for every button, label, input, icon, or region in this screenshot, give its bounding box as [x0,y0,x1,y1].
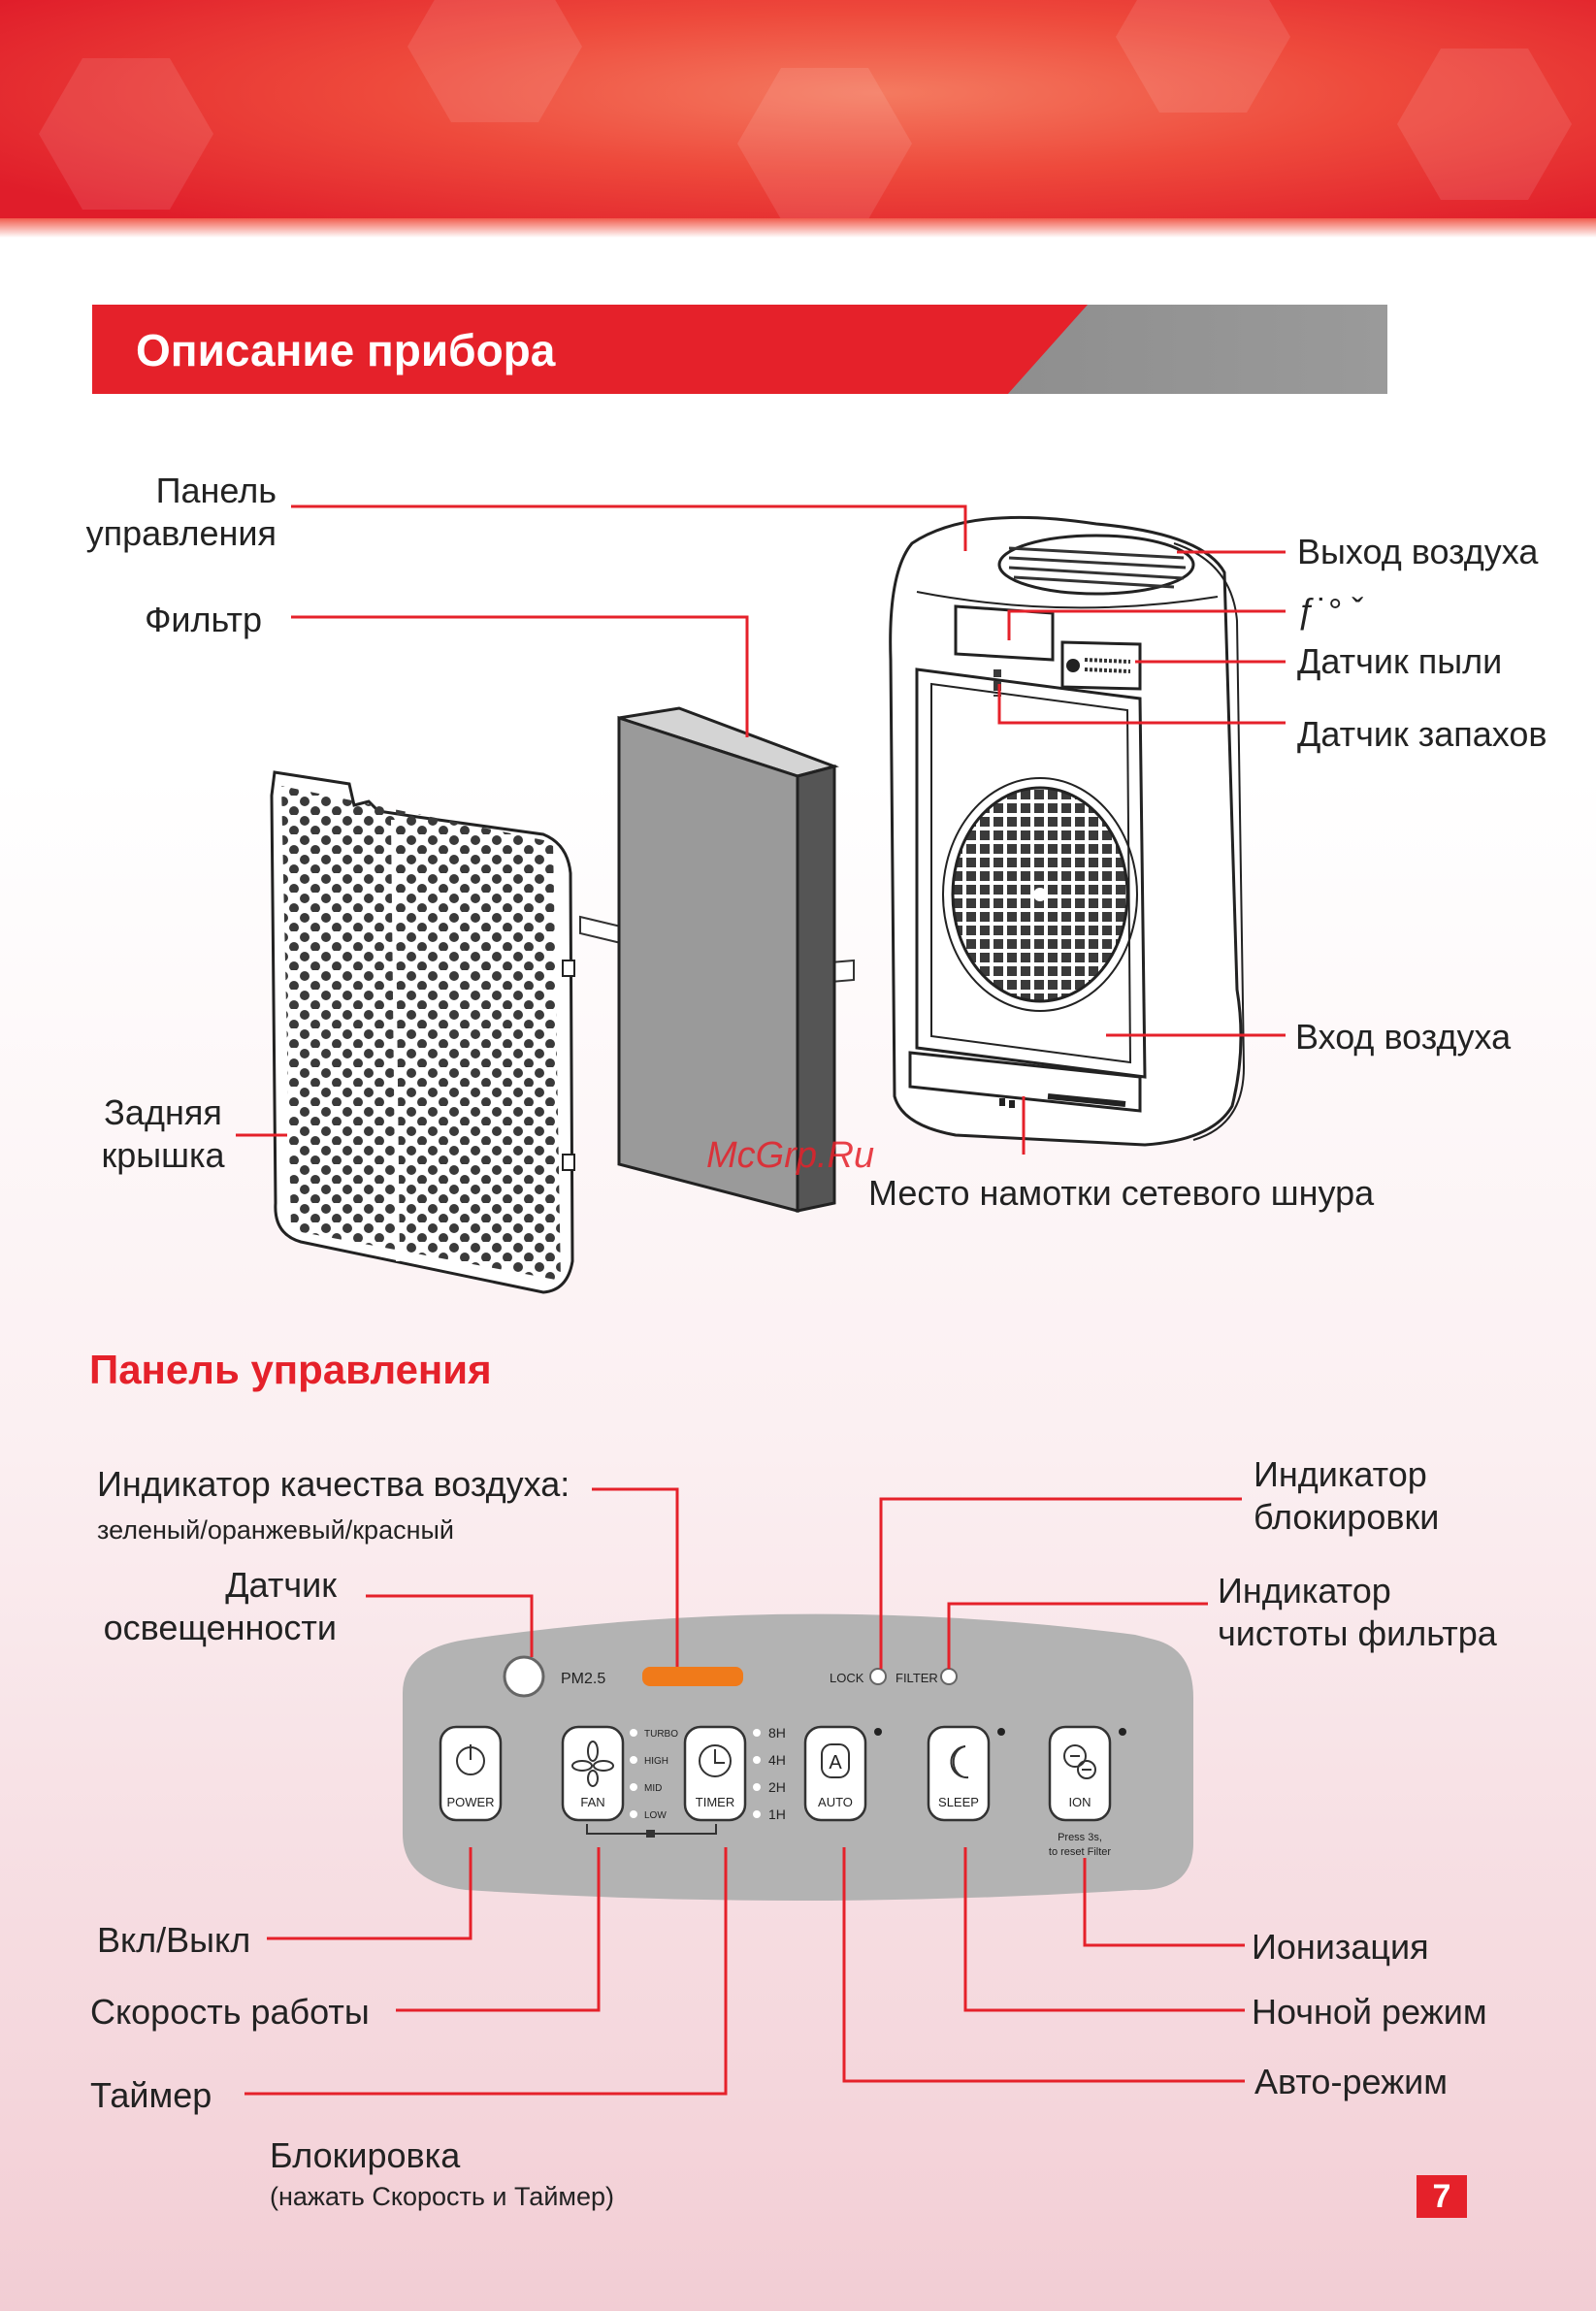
fan-level: HIGH [644,1756,668,1767]
filter-indicator-label-line2: чистоты фильтра [1218,1613,1497,1653]
fan-icon [571,1741,614,1787]
back-cover-label-line2: крышка [101,1135,225,1175]
power-button-label: POWER [446,1795,494,1809]
filter-indicator-light [940,1668,958,1685]
auto-button[interactable]: A AUTO [803,1725,867,1822]
section-bar-red [92,305,1088,394]
lock-label: Блокировка [270,2135,461,2175]
lock-indicator-label-line1: Индикатор [1254,1454,1427,1494]
back-cover [270,770,575,1294]
leader-lines-panel [244,1487,1245,2096]
clock-icon [699,1744,732,1777]
air-quality-label: Индикатор качества воздуха: [97,1464,570,1504]
filter-indicator-label-line1: Индикатор [1218,1571,1391,1611]
lock-bracket [586,1824,717,1838]
night-mode-label: Ночной режим [1252,1992,1487,2032]
back-cover-label-line1: Задняя [104,1092,222,1132]
air-inlet-label: Вход воздуха [1295,1017,1512,1057]
header-banner [0,0,1596,233]
ion-icon [1063,1744,1096,1779]
ion-button-label: ION [1068,1795,1091,1809]
timer-level: 8H [768,1725,786,1741]
timer-label: Таймер [90,2075,212,2115]
dust-sensor-label: Датчик пыли [1297,641,1503,681]
auto-icon [821,1743,850,1778]
auto-mode-label: Авто-режим [1254,2062,1449,2101]
cord-storage-label: Место намотки сетевого шнура [868,1173,1375,1213]
ion-indicator-dot [1119,1728,1126,1736]
lock-note-label: (нажать Скорость и Таймер) [270,2182,614,2211]
speed-label: Скорость работы [90,1992,370,2032]
ionization-label: Ионизация [1252,1927,1429,1967]
sleep-indicator-dot [997,1728,1005,1736]
filter-label: Фильтр [145,600,262,639]
sleep-button-label: SLEEP [938,1795,979,1809]
purifier-body [889,515,1246,1147]
light-sensor-label: Датчик освещенности [58,1564,337,1649]
air-quality-colors-label: зеленый/оранжевый/красный [97,1515,454,1545]
ion-button[interactable]: ION [1048,1725,1112,1822]
light-sensor-label-line2: освещенности [103,1608,337,1647]
auto-button-label: AUTO [818,1795,853,1809]
page-number: 7 [1417,2175,1467,2218]
timer-level: 1H [768,1806,786,1822]
section-title: Описание прибора [136,325,556,375]
lock-indicator-light [869,1668,887,1685]
timer-level: 4H [768,1752,786,1768]
ion-note-line1: Press 3s, [1058,1832,1102,1843]
pm-label: PM2.5 [561,1671,605,1687]
back-cover-label: Задняя крышка [95,1091,231,1177]
garbled-label: ƒ˙° ˇ [1297,591,1364,631]
hex-decoration [1397,49,1572,200]
sleep-button[interactable]: SLEEP [927,1725,991,1822]
filter-indicator-label: Индикатор чистоты фильтра [1218,1570,1497,1655]
fan-levels: TURBO HIGH MID LOW [630,1729,678,1821]
hex-decoration [737,68,912,219]
odor-sensor-label: Датчик запахов [1297,714,1547,754]
svg-text:A: A [829,1752,842,1774]
panel-section-title: Панель управления [89,1347,492,1392]
fan-level: TURBO [644,1729,678,1740]
lock-indicator-label: Индикатор блокировки [1254,1453,1439,1539]
fan-level: MID [644,1783,662,1794]
lock-text: LOCK [830,1671,864,1685]
air-outlet-label: Выход воздуха [1297,532,1539,571]
moon-icon [950,1745,969,1779]
air-quality-bar [642,1667,743,1686]
banner-fade [0,218,1596,238]
power-button[interactable]: POWER [439,1725,503,1822]
control-panel-label: Панель управления [58,470,277,555]
light-sensor-label-line1: Датчик [225,1565,337,1605]
control-panel-label-line2: управления [85,513,277,553]
fan-button[interactable]: FAN [561,1725,625,1822]
lock-indicator-label-line2: блокировки [1254,1497,1440,1537]
timer-button-label: TIMER [696,1795,734,1809]
timer-level: 2H [768,1779,786,1795]
watermark: McGrp.Ru [706,1135,875,1176]
timer-levels: 8H 4H 2H 1H [753,1725,786,1822]
power-label: Вкл/Выкл [97,1920,251,1960]
padlock-icon [646,1830,655,1838]
control-panel-label-line1: Панель [155,471,277,510]
leader-lines-top [236,505,1286,1155]
section-bar: Описание прибора [92,305,1387,394]
filter-text: FILTER [896,1671,938,1685]
fan-button-label: FAN [580,1795,604,1809]
ion-note-line2: to reset Filter [1049,1846,1112,1858]
filter-block [617,706,839,1213]
auto-indicator-dot [874,1728,882,1736]
panel-body [403,1613,1193,1901]
timer-button[interactable]: TIMER [683,1725,747,1822]
hex-decoration [39,58,213,210]
fan-level: LOW [644,1810,667,1821]
light-sensor-icon [503,1655,545,1698]
